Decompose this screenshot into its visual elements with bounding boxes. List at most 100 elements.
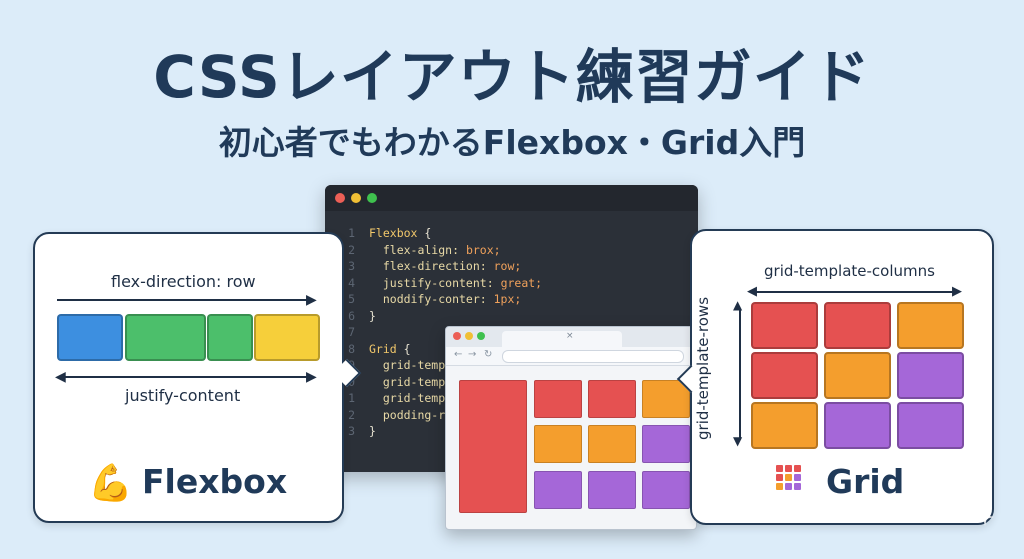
code-line: 4 justify-content: great; xyxy=(325,275,698,292)
address-bar[interactable] xyxy=(502,350,684,363)
code-value: brox; xyxy=(465,242,501,257)
close-dot-icon xyxy=(453,332,461,340)
grid-template-columns-label: grid-template-columns xyxy=(764,262,935,280)
grid-item-cell xyxy=(897,302,964,349)
flexbox-title: Flexbox xyxy=(142,462,288,501)
arrow-up-icon: ▲ xyxy=(733,298,743,312)
code-value: great; xyxy=(500,275,543,290)
grid-icon xyxy=(776,465,806,495)
arrow-right-icon: ▶ xyxy=(952,284,962,299)
line-number: 8 xyxy=(348,341,355,356)
grid-icon-cell xyxy=(785,474,792,481)
arrow-down-icon: ▼ xyxy=(733,434,743,448)
grid-icon-cell xyxy=(794,465,801,472)
grid-preview-cell xyxy=(534,425,582,463)
grid-item-cell xyxy=(897,402,964,449)
justify-arrow xyxy=(62,376,312,378)
line-number: 2 xyxy=(348,242,355,257)
code-value: 1px; xyxy=(493,292,522,306)
line-number: 6 xyxy=(348,308,355,323)
code-property: grid-templa xyxy=(369,374,460,389)
code-line: 1 Flexbox { xyxy=(325,225,698,242)
grid-icon-cell xyxy=(776,465,783,472)
code-brace: { xyxy=(396,341,411,356)
grid-item-cell xyxy=(897,352,964,399)
code-line: 3} xyxy=(325,423,698,440)
grid-icon-cell xyxy=(776,483,783,490)
code-property: grid-templa xyxy=(369,391,460,405)
close-dot-icon xyxy=(335,193,345,203)
arrow-left-icon: ◀ xyxy=(55,369,66,385)
grid-title: Grid xyxy=(826,462,905,501)
code-line: 5 noddify-conter: 1px; xyxy=(325,291,698,308)
flexed-biceps-icon: 💪 xyxy=(88,463,133,504)
grid-preview-cell xyxy=(459,380,527,513)
grid-preview-cell xyxy=(588,425,636,463)
line-number: 3 xyxy=(348,424,355,438)
line-number: 5 xyxy=(348,292,355,306)
browser-preview-window: × ← → ↻ ⋮ xyxy=(445,326,697,530)
arrow-left-icon: ◀ xyxy=(747,284,757,299)
grid-preview-cell xyxy=(534,380,582,418)
grid-icon-cell xyxy=(794,483,801,490)
code-line: 3 flex-direction: row; xyxy=(325,258,698,275)
grid-item-cell xyxy=(751,302,818,349)
grid-item-cell xyxy=(824,352,891,399)
maximize-dot-icon xyxy=(477,332,485,340)
code-property: justify-content: xyxy=(369,275,501,290)
code-value: row; xyxy=(493,259,522,273)
code-brace: } xyxy=(369,424,376,438)
code-property: flex-align: xyxy=(369,242,466,257)
back-arrow-icon[interactable]: ← xyxy=(454,349,463,360)
arrow-right-icon: ▶ xyxy=(306,292,317,308)
code-selector: Flexbox xyxy=(369,226,418,240)
flex-item-box xyxy=(125,314,206,361)
line-number: 1 xyxy=(348,226,355,240)
arrow-right-icon: ▶ xyxy=(306,369,317,385)
code-selector: Grid xyxy=(369,341,397,356)
code-line: 1 grid-templa xyxy=(325,390,698,407)
forward-arrow-icon[interactable]: → xyxy=(468,349,477,360)
browser-titlebar: × xyxy=(446,327,696,347)
reload-icon[interactable]: ↻ xyxy=(484,349,493,360)
rows-arrow xyxy=(739,308,741,440)
grid-preview-cell xyxy=(588,380,636,418)
grid-item-cell xyxy=(824,302,891,349)
columns-arrow xyxy=(754,291,958,293)
code-brace: { xyxy=(417,226,432,240)
code-line: 6} xyxy=(325,308,698,325)
grid-item-cell xyxy=(751,352,818,399)
maximize-dot-icon xyxy=(367,193,377,203)
minimize-dot-icon xyxy=(465,332,473,340)
code-line: 8 Grid { xyxy=(325,341,698,358)
page-title: CSSレイアウト練習ガイド xyxy=(153,43,871,111)
code-line: 2 flex-align: brox; xyxy=(325,242,698,259)
flex-item-box xyxy=(207,314,253,361)
browser-tab[interactable] xyxy=(502,331,622,347)
code-property: flex-direction: xyxy=(369,259,494,273)
line-number: 3 xyxy=(348,259,355,273)
code-property: grid-templa xyxy=(369,358,460,372)
grid-preview-cell xyxy=(642,380,690,418)
direction-arrow xyxy=(57,299,313,301)
code-brace: } xyxy=(369,308,376,323)
grid-icon-cell xyxy=(776,474,783,481)
line-number: 7 xyxy=(348,325,355,339)
code-property: podding-ro xyxy=(369,407,453,422)
flex-item-box xyxy=(254,314,320,361)
justify-content-label: justify-content xyxy=(125,386,241,405)
minimize-dot-icon xyxy=(351,193,361,203)
browser-toolbar: ← → ↻ ⋮ xyxy=(446,347,696,366)
code-line: 2 podding-ro xyxy=(325,407,698,424)
grid-preview-cell xyxy=(642,471,690,509)
flex-item-box xyxy=(57,314,123,361)
code-line: 7 xyxy=(325,324,698,341)
grid-item-cell xyxy=(751,402,818,449)
tab-close-icon[interactable]: × xyxy=(566,331,574,341)
page-subtitle: 初心者でもわかるFlexbox・Grid入門 xyxy=(218,123,806,162)
editor-titlebar xyxy=(325,185,698,211)
line-number: 2 xyxy=(348,407,355,422)
flex-direction-label: flex-direction: row xyxy=(111,272,256,291)
grid-preview-cell xyxy=(534,471,582,509)
